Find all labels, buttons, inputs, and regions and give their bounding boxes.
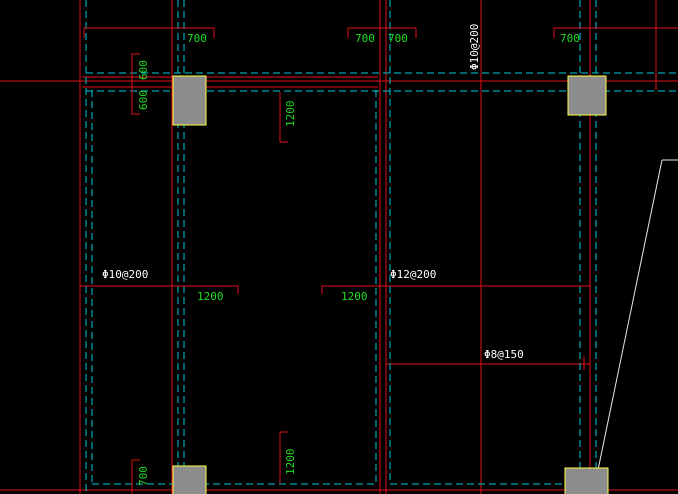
dim-700-bottom: 700 (137, 466, 150, 486)
dim-700-c: 700 (388, 32, 408, 45)
dim-1200-upper: 1200 (284, 101, 297, 128)
column-top-left[interactable] (172, 75, 207, 126)
dim-700-b: 700 (355, 32, 375, 45)
dim-1200-lower: 1200 (284, 449, 297, 476)
column-bottom-right[interactable] (564, 467, 609, 494)
column-bottom-left[interactable] (172, 465, 207, 494)
columns (172, 75, 609, 494)
dimension-brackets (79, 27, 678, 494)
rebar-left: Φ10@200 (102, 268, 148, 281)
dim-1200-center: 1200 (341, 290, 368, 303)
column-top-right[interactable] (567, 75, 607, 116)
rebar-top-vertical: Φ10@200 (468, 24, 481, 70)
dim-700-d: 700 (560, 32, 580, 45)
dim-1200-left: 1200 (197, 290, 224, 303)
dim-600-b: 600 (137, 90, 150, 110)
dim-700-a: 700 (187, 32, 207, 45)
dim-600-a: 600 (137, 60, 150, 80)
white-edge-line (597, 159, 663, 471)
rebar-right: Φ12@200 (390, 268, 436, 281)
rebar-distribution: Φ8@150 (484, 348, 524, 361)
